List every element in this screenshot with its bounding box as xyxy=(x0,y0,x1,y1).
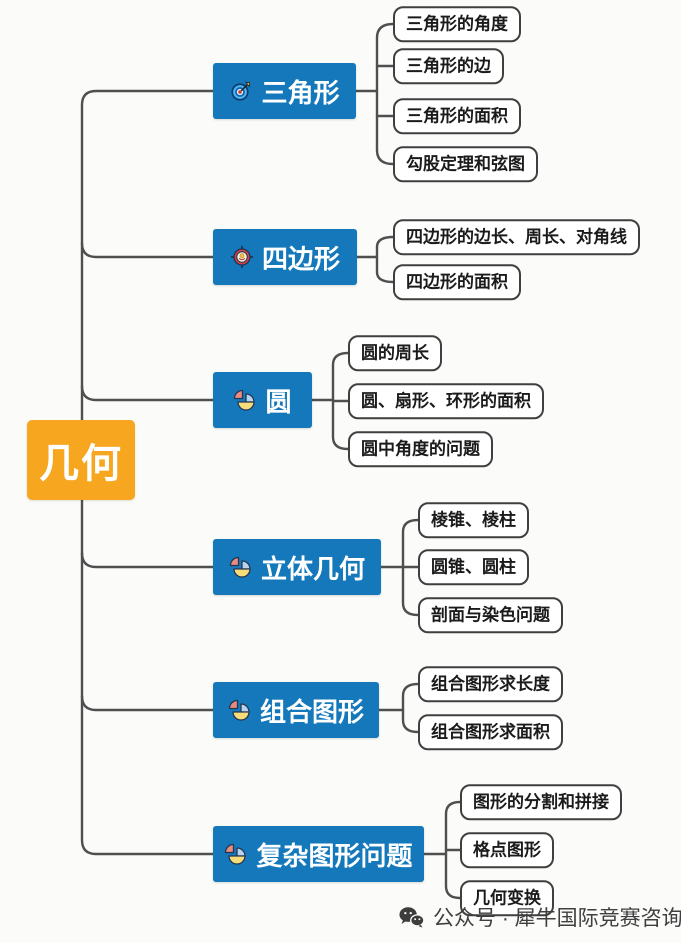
child-label: 圆中角度的问题 xyxy=(361,439,480,459)
child-label: 三角形的边 xyxy=(406,56,491,76)
branch-label: 圆 xyxy=(265,386,292,417)
child-label: 三角形的角度 xyxy=(406,14,508,34)
branch-node-composite-figures[interactable]: 组合图形 xyxy=(213,682,379,738)
branch-node-circle[interactable]: 圆 xyxy=(213,372,312,428)
child-node[interactable]: 组合图形求面积 xyxy=(418,714,563,750)
dartboard-icon xyxy=(231,81,251,101)
compass-icon xyxy=(230,245,254,269)
child-node[interactable]: 格点图形 xyxy=(460,832,554,868)
child-label: 组合图形求长度 xyxy=(431,674,550,694)
child-label: 圆的周长 xyxy=(361,343,429,363)
root-node-geometry[interactable]: 几何 xyxy=(27,420,135,500)
child-label: 勾股定理和弦图 xyxy=(406,154,525,174)
child-label: 圆锥、圆柱 xyxy=(431,557,516,577)
child-node[interactable]: 四边形的边长、周长、对角线 xyxy=(393,219,640,255)
child-node[interactable]: 三角形的面积 xyxy=(393,98,521,134)
watermark-footer: 公众号 · 犀牛国际竞赛咨询 xyxy=(398,902,681,932)
child-label: 格点图形 xyxy=(473,840,541,860)
child-label: 三角形的面积 xyxy=(406,106,508,126)
watermark-label: 公众号 · 犀牛国际竞赛咨询 xyxy=(433,907,681,930)
branch-node-triangle[interactable]: 三角形 xyxy=(213,63,356,119)
branch-label: 组合图形 xyxy=(259,696,364,727)
child-node[interactable]: 几何变换 xyxy=(460,880,554,916)
child-node[interactable]: 组合图形求长度 xyxy=(418,666,563,702)
child-node[interactable]: 圆锥、圆柱 xyxy=(418,549,529,585)
child-label: 棱锥、棱柱 xyxy=(431,510,516,530)
child-label: 剖面与染色问题 xyxy=(431,605,550,625)
child-label: 四边形的边长、周长、对角线 xyxy=(406,227,627,247)
child-node[interactable]: 圆、扇形、环形的面积 xyxy=(348,383,544,419)
wechat-icon xyxy=(399,907,425,928)
pie-chart-icon xyxy=(234,389,256,411)
branch-label: 三角形 xyxy=(261,77,340,108)
branch-label: 四边形 xyxy=(261,243,340,274)
child-label: 几何变换 xyxy=(473,888,541,908)
child-node[interactable]: 图形的分割和拼接 xyxy=(460,784,622,820)
child-label: 图形的分割和拼接 xyxy=(473,792,609,812)
child-label: 四边形的面积 xyxy=(406,272,508,292)
pie-chart-icon xyxy=(225,843,247,865)
child-label: 圆、扇形、环形的面积 xyxy=(361,391,531,411)
child-node[interactable]: 三角形的角度 xyxy=(393,6,521,42)
child-node[interactable]: 圆中角度的问题 xyxy=(348,431,493,467)
child-node[interactable]: 棱锥、棱柱 xyxy=(418,502,529,538)
child-node[interactable]: 四边形的面积 xyxy=(393,264,521,300)
branch-label: 复杂图形问题 xyxy=(256,840,413,871)
child-node[interactable]: 三角形的边 xyxy=(393,48,504,84)
pie-chart-icon xyxy=(229,556,251,578)
child-label: 组合图形求面积 xyxy=(431,722,550,742)
root-label: 几何 xyxy=(39,442,123,486)
child-node[interactable]: 圆的周长 xyxy=(348,335,442,371)
branch-node-complex-figure-problems[interactable]: 复杂图形问题 xyxy=(213,826,424,882)
child-node[interactable]: 勾股定理和弦图 xyxy=(393,146,538,182)
branch-node-quadrilateral[interactable]: 四边形 xyxy=(213,229,357,285)
branch-label: 立体几何 xyxy=(260,553,365,584)
branch-node-solid-geometry[interactable]: 立体几何 xyxy=(213,539,381,595)
pie-chart-icon xyxy=(228,699,250,721)
child-node[interactable]: 剖面与染色问题 xyxy=(418,597,563,633)
